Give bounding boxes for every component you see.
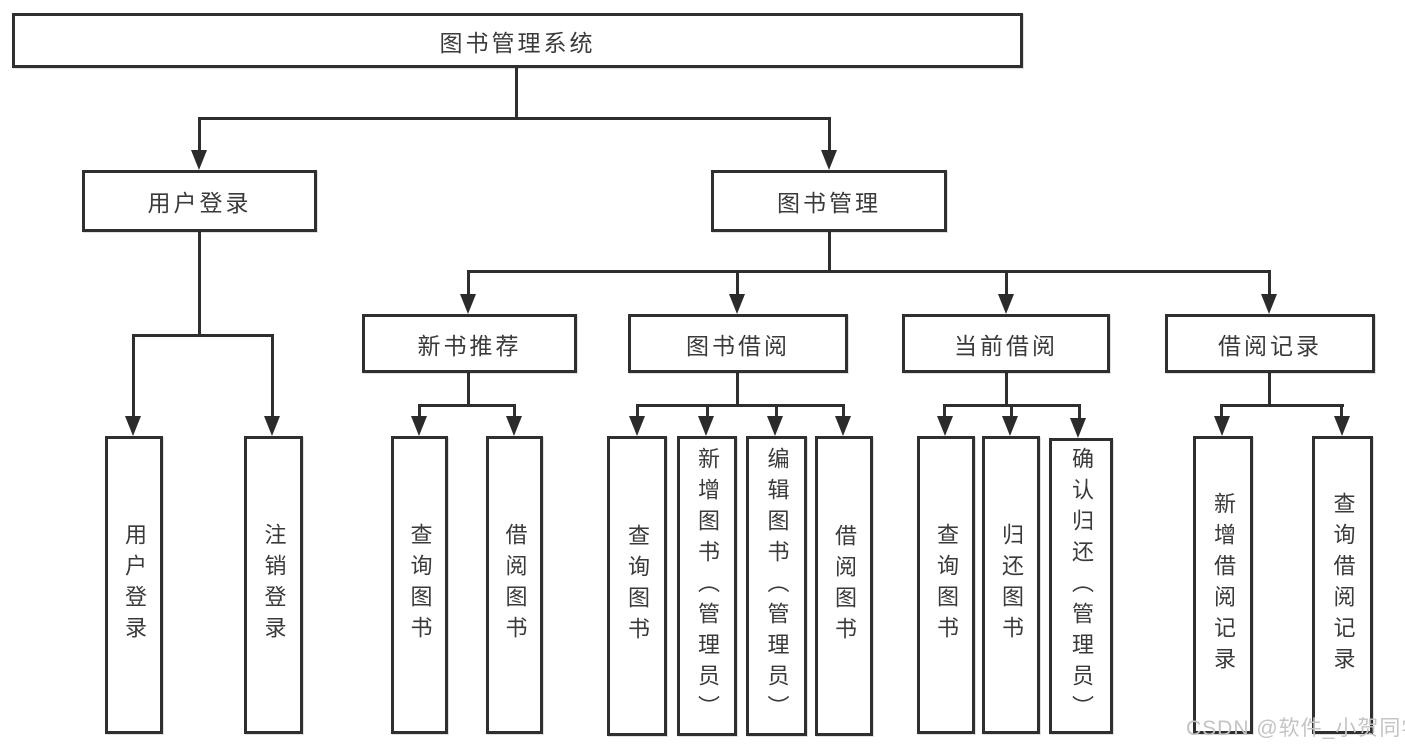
leaf-logout-label: 注销登录 [261,523,287,647]
leaf-record-query-record-label: 查询借阅记录 [1330,492,1356,678]
node-book-management-label: 图书管理 [777,190,881,216]
connector-line [467,270,1271,273]
connector-line [1220,404,1223,418]
arrow-down-icon [629,416,645,436]
node-new-book-recommend: 新书推荐 [362,314,577,373]
leaf-current-query-book: 查询图书 [917,436,975,734]
connector-line [842,404,845,418]
connector-line [198,117,201,152]
node-user-login-label: 用户登录 [147,190,252,216]
connector-line [515,68,518,118]
connector-line [828,232,831,273]
leaf-borrow-edit-book-admin-label: 编辑图书（管理员） [764,446,790,726]
arrow-down-icon [1070,418,1086,438]
connector-line [467,373,470,407]
leaf-current-confirm-return-admin: 确认归还（管理员） [1049,438,1113,734]
connector-line [198,117,831,120]
leaf-user-login: 用户登录 [105,436,163,734]
connector-line [1340,404,1343,418]
arrow-down-icon [729,294,745,314]
node-new-book-recommend-label: 新书推荐 [417,332,522,359]
connector-line [418,404,421,418]
leaf-borrow-query-book-label: 查询图书 [625,524,650,648]
arrow-down-icon [1214,416,1230,436]
arrow-down-icon [937,416,953,436]
leaf-current-return-book-label: 归还图书 [999,523,1024,647]
connector-line [418,404,516,407]
arrow-down-icon [264,416,280,436]
node-user-login: 用户登录 [82,170,317,232]
leaf-current-return-book: 归还图书 [982,436,1040,734]
arrow-down-icon [506,416,522,436]
arrow-down-icon [767,416,783,436]
leaf-user-login-label: 用户登录 [122,523,147,647]
connector-line [828,117,831,152]
connector-line [132,334,274,337]
connector-line [1005,270,1008,297]
leaf-record-query-record: 查询借阅记录 [1312,436,1373,734]
connector-line [943,404,946,418]
node-book-borrow-label: 图书借阅 [686,332,790,359]
connector-line [1220,404,1344,407]
arrow-down-icon [835,416,851,436]
arrow-down-icon [460,294,476,314]
leaf-recommend-query-book: 查询图书 [391,436,448,734]
node-current-borrow: 当前借阅 [902,314,1110,373]
leaf-current-query-book-label: 查询图书 [934,523,959,647]
connector-line [775,404,778,418]
leaf-record-add-record: 新增借阅记录 [1193,436,1253,734]
leaf-borrow-borrow-book-label: 借阅图书 [832,524,857,648]
arrow-down-icon [1334,416,1350,436]
node-borrow-record-label: 借阅记录 [1218,332,1322,359]
leaf-borrow-edit-book-admin: 编辑图书（管理员） [746,436,807,736]
csdn-watermark: CSDN @软件_小贺同学 [1186,717,1405,740]
arrow-down-icon [1002,416,1018,436]
node-book-borrow: 图书借阅 [628,314,848,373]
connector-line [1268,373,1271,407]
connector-line [513,404,516,418]
connector-line [636,404,639,418]
arrow-down-icon [191,150,207,170]
leaf-recommend-query-book-label: 查询图书 [407,523,433,647]
leaf-current-confirm-return-admin-label: 确认归还（管理员） [1069,446,1094,726]
connector-line [706,404,709,418]
connector-line [132,334,135,418]
leaf-logout: 注销登录 [244,436,303,734]
connector-line [736,270,739,297]
connector-line [1268,270,1271,297]
node-book-management: 图书管理 [711,170,947,232]
arrow-down-icon [998,294,1014,314]
arrow-down-icon [821,150,837,170]
leaf-borrow-borrow-book: 借阅图书 [815,436,873,736]
connector-line [271,334,274,418]
connector-line [1078,404,1081,420]
leaf-recommend-borrow-book-label: 借阅图书 [502,523,528,647]
connector-line [467,270,470,297]
leaf-record-add-record-label: 新增借阅记录 [1211,492,1236,678]
leaf-borrow-query-book: 查询图书 [607,436,667,736]
connector-line [736,373,739,407]
leaf-borrow-add-book-admin-label: 新增图书（管理员） [695,446,720,726]
leaf-recommend-borrow-book: 借阅图书 [486,436,543,734]
connector-line [1005,373,1008,407]
node-borrow-record: 借阅记录 [1165,314,1375,373]
node-root-label: 图书管理系统 [439,29,596,56]
connector-line [1010,404,1013,418]
connector-line [198,232,201,336]
arrow-down-icon [1261,294,1277,314]
leaf-borrow-add-book-admin: 新增图书（管理员） [677,436,737,736]
node-root: 图书管理系统 [12,13,1023,68]
arrow-down-icon [411,416,427,436]
arrow-down-icon [698,416,714,436]
connector-line [636,404,845,407]
node-current-borrow-label: 当前借阅 [954,332,1058,359]
arrow-down-icon [125,416,141,436]
